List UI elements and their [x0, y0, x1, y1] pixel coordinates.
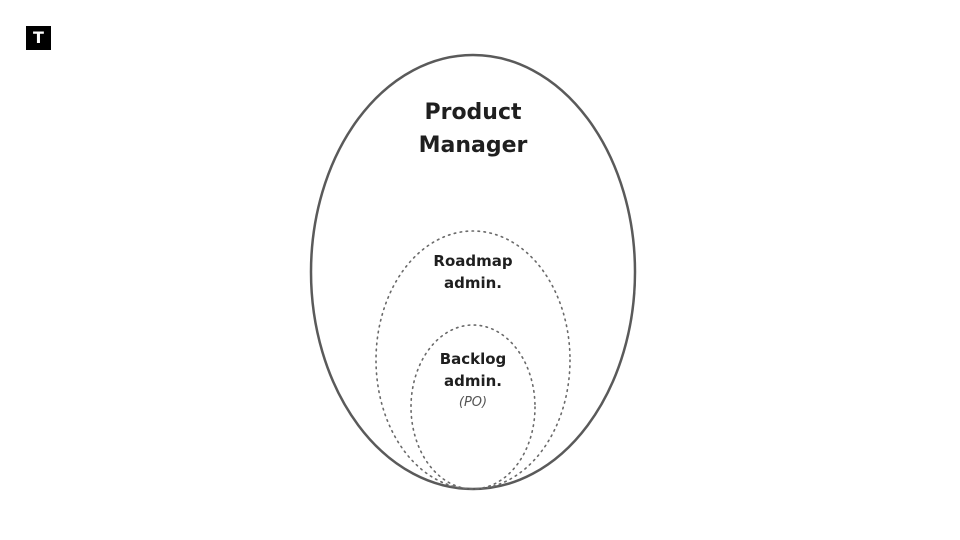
backlog-admin-note: (PO): [459, 395, 487, 410]
product-manager-label-line2: Manager: [419, 133, 528, 158]
logo: T: [26, 26, 51, 50]
roadmap-admin-ellipse: [375, 230, 571, 490]
product-manager-label-line1: Product: [424, 100, 522, 125]
backlog-admin-label-line1: Backlog: [440, 350, 507, 368]
roadmap-admin-label-line2: admin.: [444, 274, 502, 292]
backlog-admin-ellipse: [410, 324, 536, 490]
roadmap-admin-label-line1: Roadmap: [433, 252, 512, 270]
backlog-admin-label-line2: admin.: [444, 372, 502, 390]
